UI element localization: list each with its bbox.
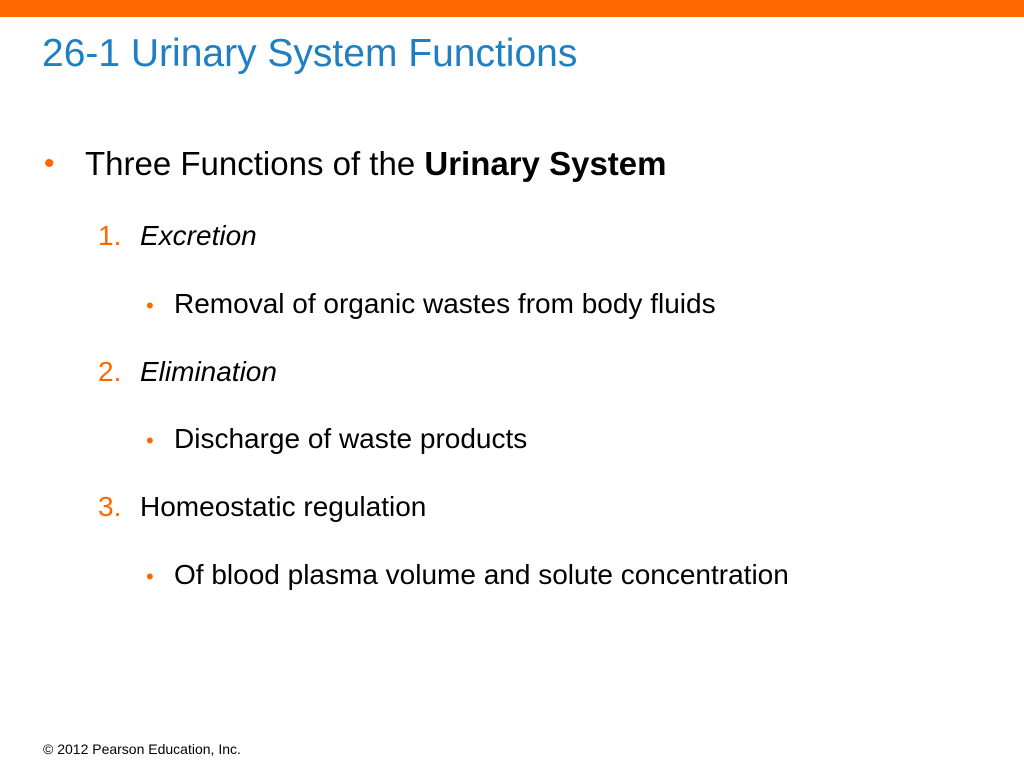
function-number: 3. — [98, 491, 122, 522]
main-bullet-bold: Urinary System — [424, 145, 667, 182]
function-label: Homeostatic regulation — [140, 491, 427, 522]
top-accent-bar — [0, 0, 1024, 17]
bullet-marker: • — [146, 293, 154, 318]
main-bullet-prefix: Three Functions of the — [85, 145, 425, 182]
function-number: 1. — [98, 220, 122, 251]
bullet-marker: • — [44, 147, 55, 180]
function-label: Elimination — [140, 356, 277, 387]
function-detail-text: Discharge of waste products — [174, 423, 528, 454]
function-number: 2. — [98, 356, 122, 387]
main-bullet-text: Three Functions of the Urinary System — [85, 142, 666, 186]
function-label: Excretion — [140, 220, 257, 251]
function-detail-text: Of blood plasma volume and solute concen… — [174, 559, 789, 590]
function-detail-text: Removal of organic wastes from body flui… — [174, 288, 716, 319]
bullet-marker: • — [146, 428, 154, 453]
copyright-footer: © 2012 Pearson Education, Inc. — [43, 741, 241, 757]
slide-title: 26-1 Urinary System Functions — [42, 32, 578, 75]
bullet-marker: • — [146, 564, 154, 589]
